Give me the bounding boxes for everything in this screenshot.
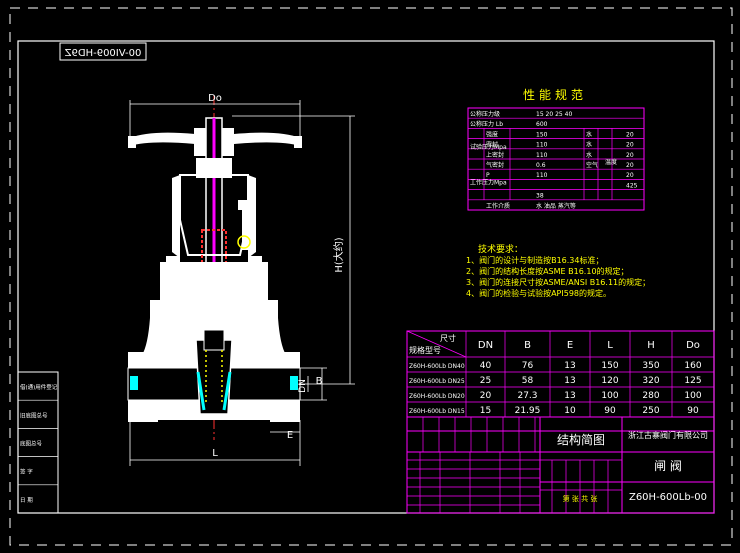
perf-row-value: 600	[536, 121, 548, 128]
dim-cell: 20	[480, 391, 492, 401]
perf-row-temp: 20	[626, 131, 634, 138]
dim-header-dn: DN	[478, 340, 493, 351]
dim-header-b: B	[524, 340, 531, 351]
dim-model: Z60H-600Lb DN15	[409, 408, 465, 415]
performance-table: 公称压力级 15 20 25 40 公称压力 Lb 600 强度 150 水 20 密封 110 水…	[467, 107, 645, 211]
dim-model: Z60H-600Lb DN20	[409, 393, 465, 400]
dim-DN: DN	[298, 379, 308, 393]
dim-cell: 21.95	[515, 406, 541, 416]
left-strip-label: 借(通)用件登记	[20, 383, 58, 391]
dim-cell: 100	[601, 391, 618, 401]
perf-row-value: 0.6	[536, 162, 546, 169]
perf-row-temp: 20	[626, 142, 634, 149]
company-name: 浙江古寨阀门有限公司	[628, 430, 708, 440]
dim-cell: 40	[480, 361, 492, 371]
dim-cell: 25	[480, 376, 491, 386]
dim-E: E	[287, 430, 293, 441]
perf-row-label: 强度	[486, 130, 498, 138]
perf-row-label: 上密封	[486, 151, 504, 159]
dim-cell: 13	[564, 376, 575, 386]
sheet-label: 第 张 共 张	[563, 494, 598, 503]
perf-group-label: 工作压力Mpa	[470, 179, 507, 187]
perf-row-label: 工作介质	[486, 202, 510, 210]
left-strip-label: 签 字	[20, 468, 33, 476]
dim-corner-top: 尺寸	[440, 333, 456, 343]
dim-header-h: H	[647, 340, 655, 351]
left-strip-label: 旧底图总号	[20, 411, 48, 419]
perf-row-value: 水 油品 蒸汽等	[536, 202, 576, 210]
dim-header-do: Do	[686, 340, 700, 351]
perf-group-label: 试验压力Mpa	[470, 143, 507, 151]
valve-drawing	[127, 95, 355, 466]
tech-heading: 技术要求：	[478, 243, 523, 255]
perf-row-medium: 空气	[586, 161, 598, 169]
perf-row-label: P	[486, 172, 490, 179]
dim-cell: 13	[564, 361, 575, 371]
tech-line-3: 3、阀门的连接尺寸按ASME/ANSI B16.11的规定；	[466, 277, 650, 287]
dim-model: Z60H-600Lb DN40	[409, 363, 465, 370]
perf-row-value: 110	[536, 142, 548, 149]
dim-cell: 320	[642, 376, 659, 386]
dim-header-l: L	[607, 340, 613, 351]
drawing-title: 结构简图	[557, 432, 605, 447]
tech-line-1: 1、阀门的设计与制造按B16.34标准；	[466, 255, 603, 265]
title-block	[406, 416, 715, 514]
tech-line-2: 2、阀门的结构长度按ASME B16.10的规定；	[466, 266, 629, 276]
perf-row-label: 公称压力级	[470, 110, 500, 118]
dim-B: B	[316, 376, 323, 387]
dim-cell: 280	[642, 391, 659, 401]
drawing-frame	[17, 40, 715, 514]
perf-row-temp: 20	[626, 152, 634, 159]
perf-row-value: 38	[536, 193, 544, 200]
dim-cell: 125	[684, 376, 701, 386]
perf-row-value: 150	[536, 131, 548, 138]
perf-row-medium: 水	[586, 130, 592, 138]
drawing-code: Z60H-600Lb-00	[629, 492, 707, 503]
product-name: 闸 阀	[654, 459, 682, 473]
dim-cell: 250	[642, 406, 659, 416]
perf-row-label: 气密封	[486, 161, 504, 169]
dim-cell: 350	[642, 361, 659, 371]
perf-temp-group: 温度	[605, 158, 617, 166]
perf-row-value: 110	[536, 152, 548, 159]
dim-cell: 120	[601, 376, 618, 386]
dim-cell: 100	[684, 391, 701, 401]
dim-cell: 76	[522, 361, 534, 371]
dim-cell: 58	[522, 376, 534, 386]
dim-cell: 150	[601, 361, 618, 371]
dim-cell: 90	[687, 406, 699, 416]
outer-dashed-border	[9, 7, 733, 546]
left-strip-label: 日 期	[20, 497, 33, 504]
dim-cell: 90	[604, 406, 616, 416]
perf-row-label: 公称压力 Lb	[470, 120, 503, 128]
perf-row-value: 15 20 25 40	[536, 111, 572, 118]
dim-L: L	[212, 448, 218, 459]
dim-H: H(大约)	[332, 237, 345, 272]
perf-row-label: 密封	[486, 141, 498, 149]
perf-row-value: 110	[536, 172, 548, 179]
mirrored-code: 00-VI009-HD9Z	[65, 48, 142, 59]
perf-row-temp: 425	[626, 182, 638, 189]
dim-corner-bottom: 规格型号	[409, 345, 441, 355]
dim-header-e: E	[567, 340, 573, 351]
tech-line-4: 4、阀门的检验与试验按API598的规定。	[466, 288, 611, 298]
dim-cell: 27.3	[517, 391, 537, 401]
dim-corner-diagonal	[406, 330, 467, 358]
dim-cell: 10	[564, 406, 576, 416]
left-strip-label: 底图总号	[20, 440, 43, 448]
dim-cell: 13	[564, 391, 575, 401]
perf-row-temp: 20	[626, 162, 634, 169]
perf-table-title: 性能规范	[523, 87, 587, 102]
code-box	[59, 42, 147, 61]
dim-Do: Do	[208, 93, 222, 104]
dim-cell: 160	[684, 361, 701, 371]
dim-model: Z60H-600Lb DN25	[409, 378, 465, 385]
perf-row-medium: 水	[586, 151, 592, 159]
perf-row-temp: 20	[626, 172, 634, 179]
dim-cell: 15	[480, 406, 491, 416]
perf-row-medium: 水	[586, 141, 592, 149]
